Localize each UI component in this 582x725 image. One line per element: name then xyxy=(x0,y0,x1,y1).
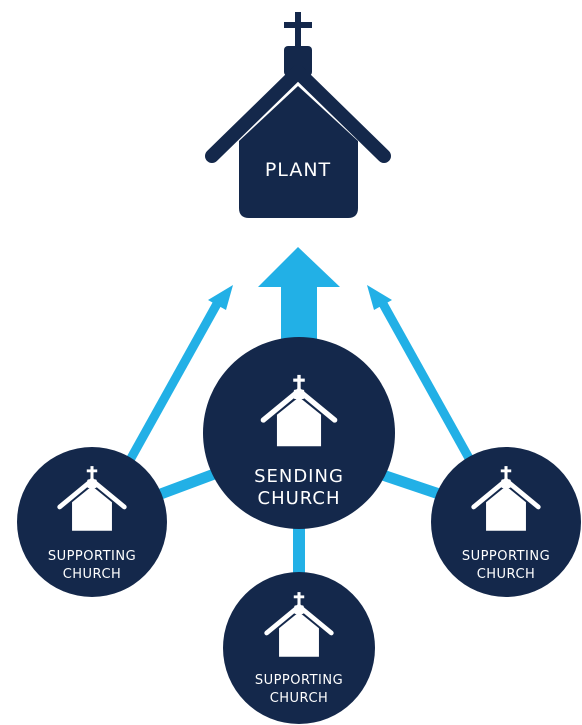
supporting-church-left-node: SUPPORTING CHURCH xyxy=(17,447,167,597)
sending-church-node: SENDING CHURCH xyxy=(203,337,395,529)
supporting-church-left-label-line1: SUPPORTING xyxy=(48,549,136,564)
supporting-church-bottom-label-line1: SUPPORTING xyxy=(255,673,343,688)
plant-label: PLANT xyxy=(265,159,331,181)
sending-church-label-line2: CHURCH xyxy=(258,488,341,509)
supporting-church-bottom-label-line2: CHURCH xyxy=(270,691,329,706)
supporting-church-right-label-line1: SUPPORTING xyxy=(462,549,550,564)
supporting-church-bottom-node: SUPPORTING CHURCH xyxy=(223,572,375,724)
connector-left xyxy=(148,464,227,504)
plant-church-icon xyxy=(205,12,391,218)
plant-church: PLANT xyxy=(205,12,391,218)
sending-church-label-line1: SENDING xyxy=(254,466,344,487)
supporting-church-right-label-line2: CHURCH xyxy=(477,567,536,582)
supporting-church-left-label-line2: CHURCH xyxy=(63,567,122,582)
supporting-church-right-node: SUPPORTING CHURCH xyxy=(431,447,581,597)
arrow-right xyxy=(367,285,474,463)
arrow-left xyxy=(126,285,233,463)
